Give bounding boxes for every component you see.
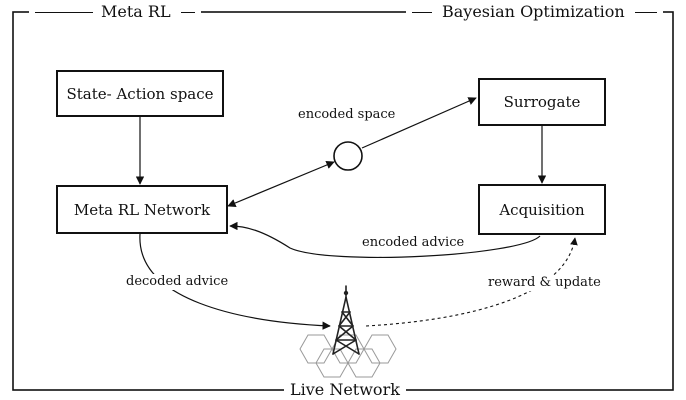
section-title-bayesian: Bayesian Optimization bbox=[406, 2, 663, 22]
section-title-bayesian-text: Bayesian Optimization bbox=[442, 2, 625, 21]
edge-decoded-advice bbox=[139, 233, 331, 330]
edge-network-circle bbox=[227, 161, 335, 207]
hex-cell bbox=[347, 348, 381, 378]
section-title-meta-rl-text: Meta RL bbox=[101, 2, 171, 21]
edge-encoded-advice bbox=[229, 221, 541, 258]
section-title-live-network-text: Live Network bbox=[290, 380, 400, 399]
label-reward-update: reward & update bbox=[486, 275, 603, 291]
node-acquisition-label: Acquisition bbox=[499, 200, 585, 219]
network-cells bbox=[299, 334, 397, 378]
section-title-meta-rl: Meta RL bbox=[29, 2, 201, 22]
hex-cell bbox=[363, 334, 397, 364]
node-surrogate: Surrogate bbox=[478, 78, 606, 126]
node-surrogate-label: Surrogate bbox=[503, 93, 581, 111]
section-title-live-network: Live Network bbox=[284, 380, 406, 400]
node-meta-rl-network-label: Meta RL Network bbox=[73, 200, 211, 219]
label-decoded-advice: decoded advice bbox=[124, 274, 231, 290]
edge-circle-to-surrogate bbox=[361, 97, 477, 149]
label-encoded-space: encoded space bbox=[296, 107, 398, 123]
node-state-action-space-label: State- Action space bbox=[66, 84, 214, 103]
edge-reward-update bbox=[365, 237, 578, 327]
cell-tower-icon bbox=[332, 285, 360, 355]
node-acquisition: Acquisition bbox=[478, 184, 606, 235]
node-state-action-space: State- Action space bbox=[56, 70, 224, 117]
node-meta-rl-network: Meta RL Network bbox=[56, 185, 228, 234]
label-encoded-advice: encoded advice bbox=[360, 235, 467, 251]
encoder-circle-icon bbox=[333, 141, 363, 171]
